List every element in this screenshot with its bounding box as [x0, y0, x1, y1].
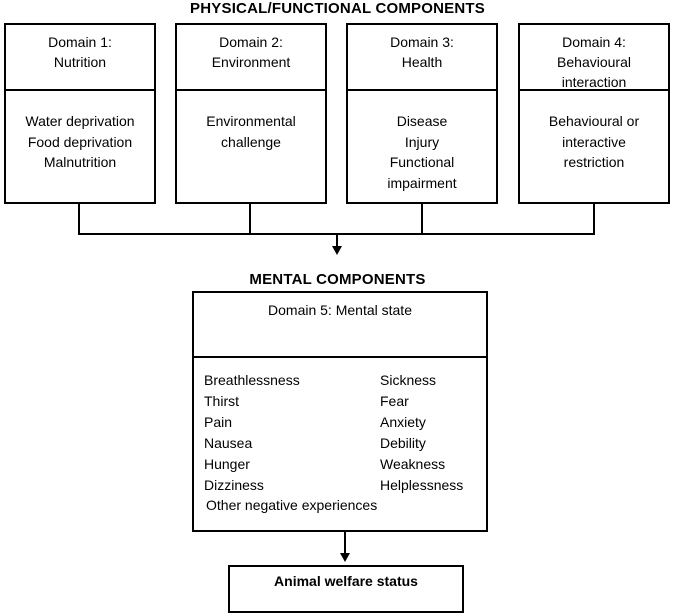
domain-2-title: Domain 2: Environment: [177, 25, 325, 91]
mental-state-item: Sickness: [380, 372, 437, 388]
mental-state-item: Nausea: [204, 435, 253, 451]
connector-drop-1: [78, 204, 80, 234]
mental-state-item: Dizziness: [204, 477, 264, 493]
domain-4-name: Behavioural: [557, 54, 631, 70]
animal-welfare-status-label: Animal welfare status: [274, 573, 418, 589]
arrow-to-mental-icon: [332, 246, 342, 255]
domain-2-items: Environmental challenge: [177, 91, 325, 152]
mental-state-item: Pain: [204, 414, 233, 430]
domain-1-box: Domain 1: Nutrition Water deprivation Fo…: [4, 23, 156, 204]
domain-3-name: Health: [401, 54, 443, 70]
domain-1-item: Food deprivation: [27, 133, 133, 150]
domain-1-name: Nutrition: [53, 54, 107, 70]
domain-4-name-cont: interaction: [561, 74, 627, 90]
domain-4-item: restriction: [563, 154, 625, 170]
connector-to-outcome: [344, 532, 346, 554]
physical-functional-heading: PHYSICAL/FUNCTIONAL COMPONENTS: [190, 0, 485, 17]
animal-welfare-status-box: Animal welfare status: [228, 565, 464, 613]
domain-2-box: Domain 2: Environment Environmental chal…: [175, 23, 327, 204]
domain-5-title: Domain 5: Mental state: [194, 293, 486, 358]
domain-3-number: Domain 3:: [390, 34, 454, 50]
domain-3-box: Domain 3: Health Disease Injury Function…: [346, 23, 498, 204]
domain-4-title: Domain 4: Behavioural interaction: [520, 25, 668, 91]
connector-to-mental: [336, 233, 338, 247]
domain-3-item: Functional: [389, 154, 455, 170]
domain-1-items: Water deprivation Food deprivation Malnu…: [6, 91, 154, 173]
domain-3-item: Injury: [404, 133, 440, 150]
mental-state-item: Fear: [380, 393, 409, 409]
domain-1-title: Domain 1: Nutrition: [6, 25, 154, 91]
domain-4-items: Behavioural or interactive restriction: [520, 91, 668, 173]
mental-state-item: Anxiety: [380, 414, 426, 430]
domain-3-items: Disease Injury Functional impairment: [348, 91, 496, 193]
domain-3-item: Disease: [396, 113, 448, 129]
domain-4-item: interactive: [562, 133, 626, 150]
domain-5-box: Domain 5: Mental state Breathlessness Th…: [192, 291, 488, 532]
domain-1-number: Domain 1:: [48, 34, 112, 50]
domain-1-item: Malnutrition: [43, 154, 117, 170]
mental-state-item: Helplessness: [380, 477, 464, 493]
connector-drop-4: [593, 204, 595, 234]
mental-state-item: Weakness: [380, 456, 446, 472]
connector-drop-3: [421, 204, 423, 234]
domain-1-item: Water deprivation: [25, 113, 135, 129]
mental-state-item: Debility: [380, 435, 426, 451]
connector-drop-2: [249, 204, 251, 234]
domain-2-item: Environmental: [206, 113, 296, 129]
mental-left-column: Breathlessness Thirst Pain Nausea Hunger…: [204, 370, 300, 496]
domain-2-name: Environment: [211, 54, 291, 70]
domain-4-number: Domain 4:: [562, 34, 626, 50]
domain-2-number: Domain 2:: [219, 34, 283, 50]
arrow-to-outcome-icon: [340, 553, 350, 562]
mental-state-item: Thirst: [204, 393, 239, 409]
other-negative-experiences: Other negative experiences: [206, 497, 378, 513]
mental-state-item: Breathlessness: [204, 372, 300, 388]
mental-components-heading: MENTAL COMPONENTS: [249, 271, 426, 288]
domain-3-title: Domain 3: Health: [348, 25, 496, 91]
domain-2-item: challenge: [221, 133, 281, 150]
domain-4-box: Domain 4: Behavioural interaction Behavi…: [518, 23, 670, 204]
mental-state-item: Hunger: [204, 456, 250, 472]
domain-3-item: impairment: [387, 174, 457, 191]
mental-right-column: Sickness Fear Anxiety Debility Weakness …: [380, 370, 463, 496]
domain-4-item: Behavioural or: [548, 113, 640, 129]
